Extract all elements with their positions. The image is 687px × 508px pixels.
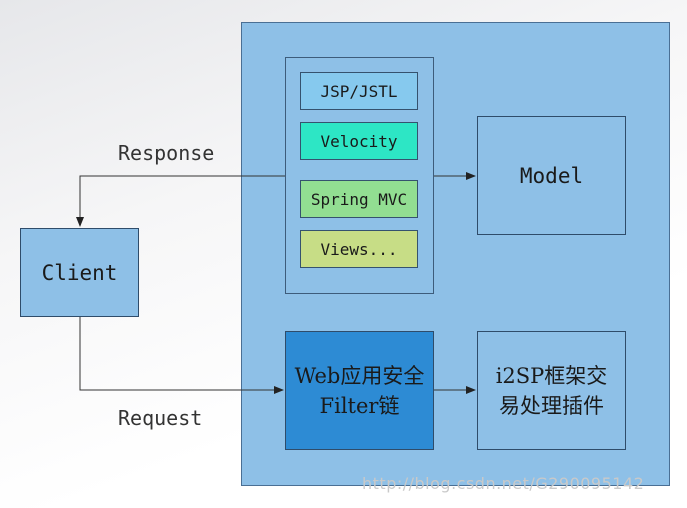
view-views-more: Views... — [300, 230, 418, 268]
plugin-label-line2: 易处理插件 — [499, 393, 604, 418]
model-box: Model — [477, 116, 626, 235]
plugin-label-line1: i2SP框架交 — [495, 363, 608, 388]
view-velocity: Velocity — [300, 122, 418, 160]
model-label: Model — [519, 163, 584, 188]
client-label: Client — [41, 260, 118, 285]
response-label: Response — [118, 141, 215, 165]
request-label: Request — [118, 406, 203, 430]
watermark: http://blog.csdn.net/G290095142 — [362, 474, 645, 493]
view-jsp-jstl: JSP/JSTL — [300, 72, 418, 110]
views-group — [285, 57, 434, 294]
view-spring-mvc: Spring MVC — [300, 180, 418, 218]
response-arrow — [76, 175, 285, 227]
client-box: Client — [20, 228, 139, 317]
security-filter-box: Web应用安全 Filter链 — [285, 331, 434, 450]
transaction-plugin-box: i2SP框架交 易处理插件 — [477, 331, 626, 450]
filter-label-line1: Web应用安全 — [294, 363, 425, 388]
request-arrow — [79, 317, 284, 394]
filter-label-line2: Filter链 — [319, 393, 400, 418]
